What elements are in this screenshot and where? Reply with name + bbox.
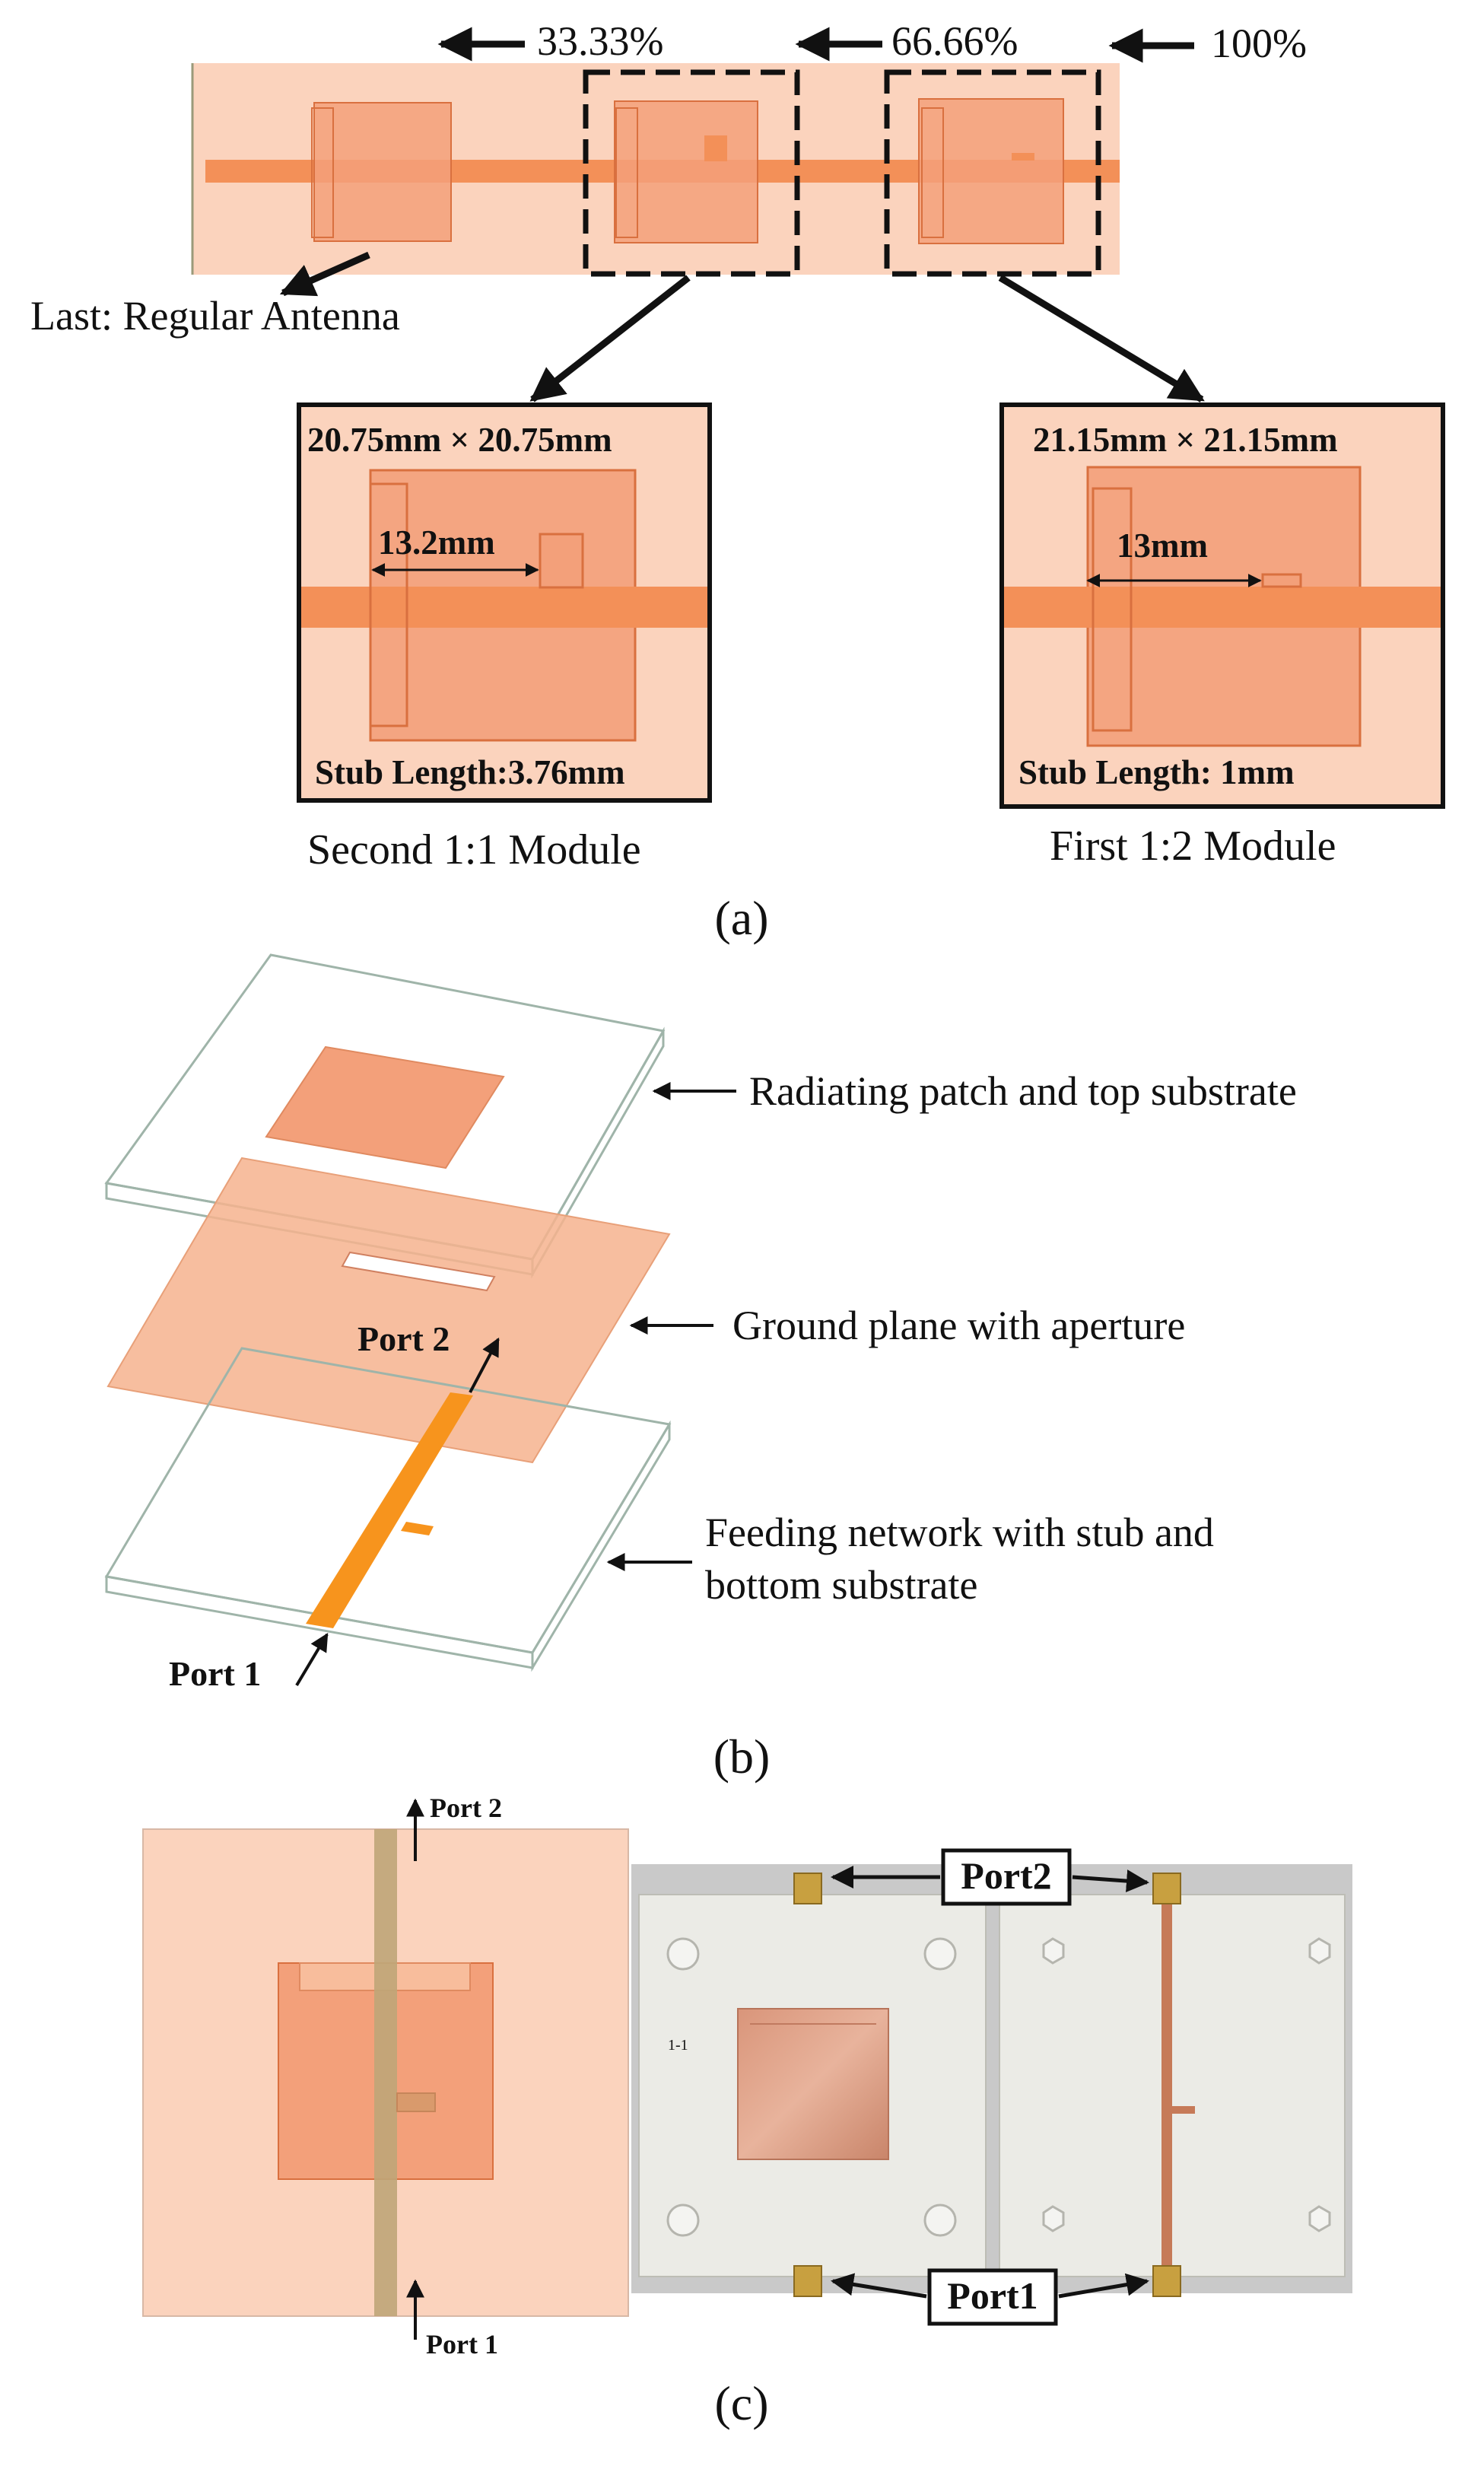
prototype-photo: 1-1 <box>631 1848 1352 2326</box>
arrow-port2 <box>469 1337 500 1393</box>
caption-second-module: Second 1:1 Module <box>307 826 641 873</box>
nut <box>1308 2205 1331 2232</box>
label-sim-port2: Port 2 <box>430 1793 502 1823</box>
label-66-percent: 66.66% <box>891 18 1018 64</box>
zoom-first-aperture <box>1092 487 1133 732</box>
patch-first <box>918 98 1064 244</box>
zoom-first-stub <box>1261 573 1302 588</box>
dashed-box-first <box>884 69 1101 277</box>
ground-aperture <box>341 1251 496 1292</box>
patch-second <box>614 100 758 243</box>
arrow-to-first <box>998 275 1205 403</box>
arrow-last <box>279 251 370 297</box>
sma-connector <box>1152 2265 1181 2297</box>
copper-feed-line <box>1161 1895 1172 2277</box>
aperture-first <box>921 107 944 238</box>
copper-stub <box>1172 2106 1195 2114</box>
panel-b: Port 2 Port 1 Radiating patch and top su… <box>104 953 1297 1783</box>
stub-first <box>1012 153 1034 161</box>
panel-label-c: (c) <box>714 2376 768 2430</box>
panel-c: Port 2 Port 1 1-1 <box>142 1793 1352 2430</box>
zoom-second-feed <box>301 587 707 628</box>
label-33-percent: 33.33% <box>537 18 663 64</box>
caption-first-module: First 1:2 Module <box>1050 823 1336 870</box>
label-layer-bottom-1: Feeding network with stub and <box>705 1510 1214 1555</box>
radiating-patch <box>265 1045 505 1169</box>
label-photo-port1: Port1 <box>947 2274 1038 2317</box>
patch-regular <box>313 102 452 242</box>
zoom-second-dimension: 13.2mm <box>378 523 495 562</box>
screw <box>923 2203 957 2237</box>
label-photo-port2: Port2 <box>961 1854 1051 1897</box>
arrow-photo-port1-right <box>1058 2273 1149 2299</box>
nut <box>1042 2205 1065 2232</box>
panel-a: 33.33% 66.66% 100% Last: Regular Antenna <box>30 18 1445 945</box>
sim-stub <box>396 2092 436 2112</box>
arrow-photo-port1-left <box>831 2273 927 2299</box>
zoom-second-stub <box>539 533 584 589</box>
callout-port2-box <box>941 1848 1072 1906</box>
sma-connector <box>1152 1873 1181 1904</box>
aperture-second <box>615 107 638 238</box>
screw <box>923 1937 957 1971</box>
zoom-first-feed <box>1004 587 1441 628</box>
panel-label-a: (a) <box>714 891 768 945</box>
zoom-first-dimension: 13mm <box>1117 527 1208 565</box>
photo-marking: 1-1 <box>668 2037 688 2054</box>
callout-port2: Port2 <box>831 1848 1149 1906</box>
callout-port1: Port1 <box>831 2268 1149 2326</box>
label-last-regular-antenna: Last: Regular Antenna <box>30 293 400 339</box>
zoom-second-module: 13.2mm 20.75mm × 20.75mm Stub Length:3.7… <box>297 403 712 803</box>
label-sim-port1: Port 1 <box>426 2329 498 2359</box>
sim-feed-line <box>374 1829 397 2316</box>
label-port2-3d: Port 2 <box>357 1319 450 1358</box>
label-100-percent: 100% <box>1211 21 1307 66</box>
callout-port1-box <box>927 2268 1058 2326</box>
nut <box>1042 1937 1065 1965</box>
feed-line <box>306 1392 473 1628</box>
sma-connector <box>793 2265 822 2297</box>
element-regular <box>311 102 452 242</box>
sma-connector <box>793 1873 822 1904</box>
bottom-substrate <box>104 1347 672 1672</box>
copper-patch <box>737 2008 889 2160</box>
label-layer-middle: Ground plane with aperture <box>732 1303 1185 1348</box>
zoom-second-stub-length: Stub Length:3.76mm <box>315 753 625 791</box>
sma-connectors <box>793 1873 1181 2297</box>
ground-plane <box>106 1157 671 1464</box>
sim-top-view: Port 2 Port 1 <box>142 1793 629 2359</box>
element-second <box>614 100 758 243</box>
arrow-port1 <box>295 1632 329 1687</box>
stub-second <box>704 135 727 161</box>
ground-plane-face <box>106 1157 671 1464</box>
bottom-substrate-side <box>531 1420 671 1672</box>
screw <box>666 1937 700 1971</box>
feed-stub <box>401 1522 434 1535</box>
panel-label-b: (b) <box>713 1729 771 1783</box>
element-first <box>918 98 1064 244</box>
zoom-first-module: 13mm 21.15mm × 21.15mm Stub Length: 1mm <box>999 403 1445 809</box>
zoom-first-stub-length: Stub Length: 1mm <box>1018 753 1295 791</box>
arrow-photo-port2-right <box>1072 1869 1149 1893</box>
arrow-to-second <box>529 275 691 403</box>
zoom-first-size: 21.15mm × 21.15mm <box>1033 421 1338 459</box>
label-layer-bottom-2: bottom substrate <box>705 1562 977 1608</box>
mounting-screws <box>666 1937 1331 2237</box>
nut <box>1308 1937 1331 1965</box>
label-port1-3d: Port 1 <box>169 1654 261 1693</box>
screw <box>666 2203 700 2237</box>
aperture-regular <box>311 107 334 238</box>
label-layer-top: Radiating patch and top substrate <box>749 1068 1297 1114</box>
dashed-box-second <box>583 69 800 277</box>
zoom-second-aperture <box>369 482 408 727</box>
zoom-second-size: 20.75mm × 20.75mm <box>307 421 612 459</box>
